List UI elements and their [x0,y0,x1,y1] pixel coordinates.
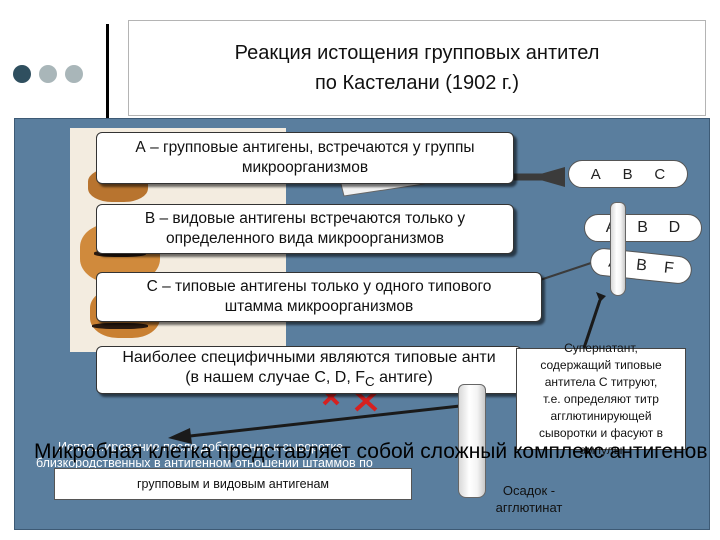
note-line: Супернатант, [564,340,638,355]
card-text-line: определенного вида микроорганизмов [166,230,444,247]
large-test-tube [458,384,486,498]
card-text-fragment: (в нашем случае С, D, F [185,368,365,386]
antigen-letter: В [637,219,648,236]
slide-title-line: Реакция истощения групповых антител [234,42,600,64]
card-text-line: С – типовые антигены только у одного тип… [146,278,492,295]
note-line: содержащий типовые [540,357,662,372]
card-text-subscript: C [364,374,375,390]
main-statement: Микробная клетка представляет собой слож… [34,440,708,463]
divider-line [106,24,109,140]
card-text-line: микроорганизмов [241,159,369,176]
note-line: антитела С титруют, [544,374,658,389]
slide-title-line: по Кастелани (1902 г.) [314,72,519,94]
card-text-line: штамма микроорганизмов [224,298,414,315]
note-line: т.е. определяют титр [543,391,659,406]
antigen-letter: F [663,259,675,278]
antigen-letter: В [622,165,633,183]
type-antigens-card: С – типовые антигены только у одного тип… [96,272,542,322]
faded-caption-line: близкородственных в антигенном отношении… [36,456,373,470]
species-antigens-card: В – видовые антигены встречаются только … [96,204,514,254]
sediment-label: Осадок - агглютинат [474,482,584,516]
dark-dot [13,65,31,83]
antigen-letter: С [654,165,666,183]
card-text-fragment: ) [427,368,433,386]
small-test-tube [610,202,626,296]
antigen-set-abd: А В D [584,214,702,242]
card-text-line: Наиболее специфичными являются типовые а… [122,348,496,366]
antigen-letter: D [668,219,681,236]
bottom-caption-box: групповым и видовым антигенам [54,468,412,500]
group-antigens-card: А – групповые антигены, встречаются у гр… [96,132,514,184]
note-line: сыворотки и фасуют в [539,425,663,440]
light-dot [65,65,83,83]
slide-title-box: Реакция истощения групповых антител по К… [128,20,706,116]
note-line: агглютинирующей [550,408,652,423]
card-text-fragment: антиге [374,368,428,386]
faded-caption-line: Испол...ирование после добавления к сыво… [58,440,344,454]
light-dot [39,65,57,83]
antigen-set-abc: А В С [568,160,688,188]
antigen-letter: А [590,165,601,183]
card-text-line: (в нашем случае С, D, FC антиге) [185,368,433,392]
supernatant-note: Супернатант, содержащий типовые антитела… [516,341,686,457]
card-text-line: В – видовые антигены встречаются только … [144,210,466,227]
antigen-letter: В [635,256,648,275]
note-line: ампулы [579,442,623,457]
card-text-line: А – групповые антигены, встречаются у гр… [135,139,475,156]
sediment-line: Осадок - [502,483,556,498]
specific-antigens-card: Наиболее специфичными являются типовые а… [96,346,522,394]
sediment-line: агглютинат [495,500,563,515]
